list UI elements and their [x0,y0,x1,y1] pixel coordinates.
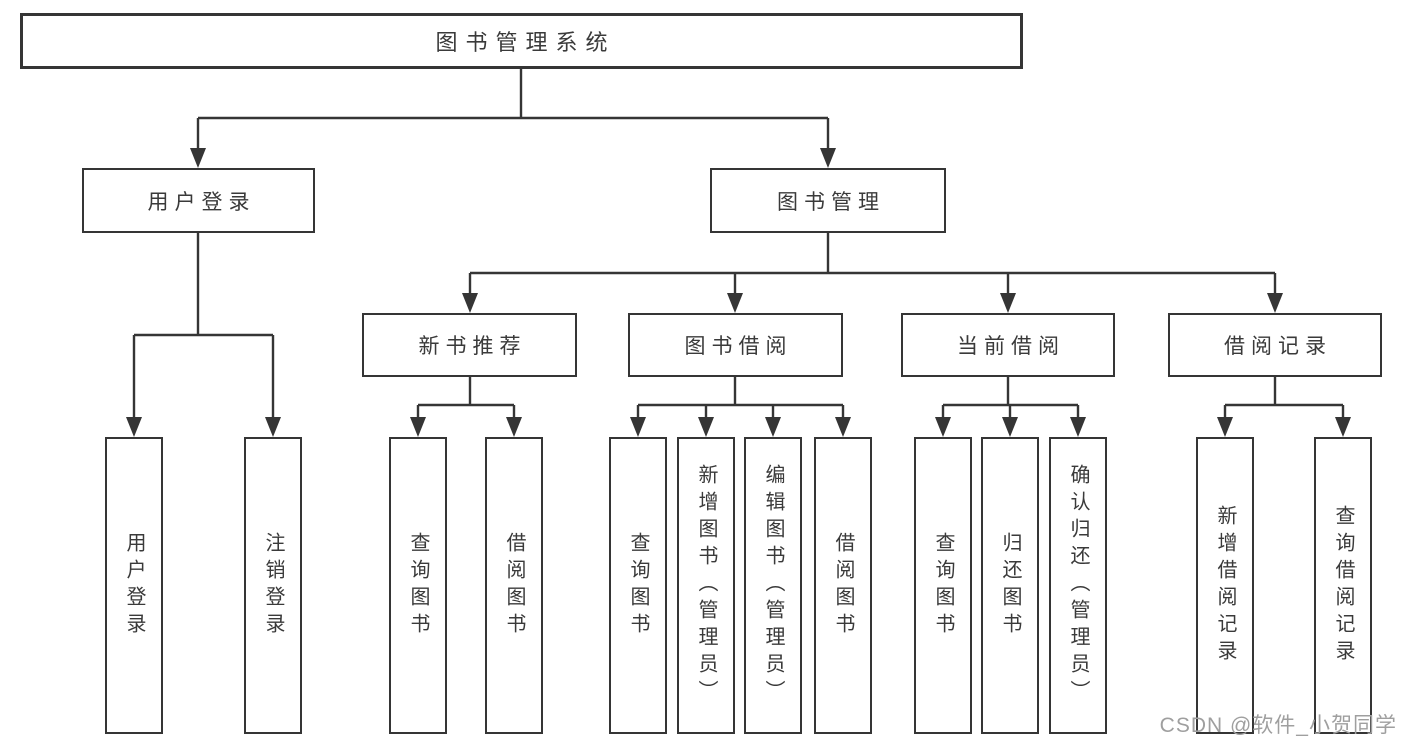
leaf-query-books-borrow: 查询图书 [609,437,667,734]
leaf-user-login: 用户登录 [105,437,163,734]
connector-lines [132,69,1345,421]
leaf-query-books-current: 查询图书 [914,437,972,734]
node-borrowing-records: 借阅记录 [1168,313,1382,377]
leaf-add-borrow-record: 新增借阅记录 [1196,437,1254,734]
leaf-logout: 注销登录 [244,437,302,734]
leaf-borrow-books: 借阅图书 [814,437,872,734]
leaf-borrow-books-recommend: 借阅图书 [485,437,543,734]
leaf-query-borrow-record: 查询借阅记录 [1314,437,1372,734]
node-user-login: 用户登录 [82,168,315,233]
node-book-borrowing: 图书借阅 [628,313,843,377]
node-new-book-recommendation: 新书推荐 [362,313,577,377]
node-book-management: 图书管理 [710,168,946,233]
node-current-borrowing: 当前借阅 [901,313,1115,377]
leaf-return-book: 归还图书 [981,437,1039,734]
leaf-add-book-admin: 新增图书（管理员） [677,437,735,734]
watermark-text: CSDN @软件_小贺同学 [1159,714,1397,737]
node-library-management-system: 图书管理系统 [20,13,1023,69]
leaf-query-books-recommend: 查询图书 [389,437,447,734]
leaf-confirm-return-admin: 确认归还（管理员） [1049,437,1107,734]
leaf-edit-book-admin: 编辑图书（管理员） [744,437,802,734]
